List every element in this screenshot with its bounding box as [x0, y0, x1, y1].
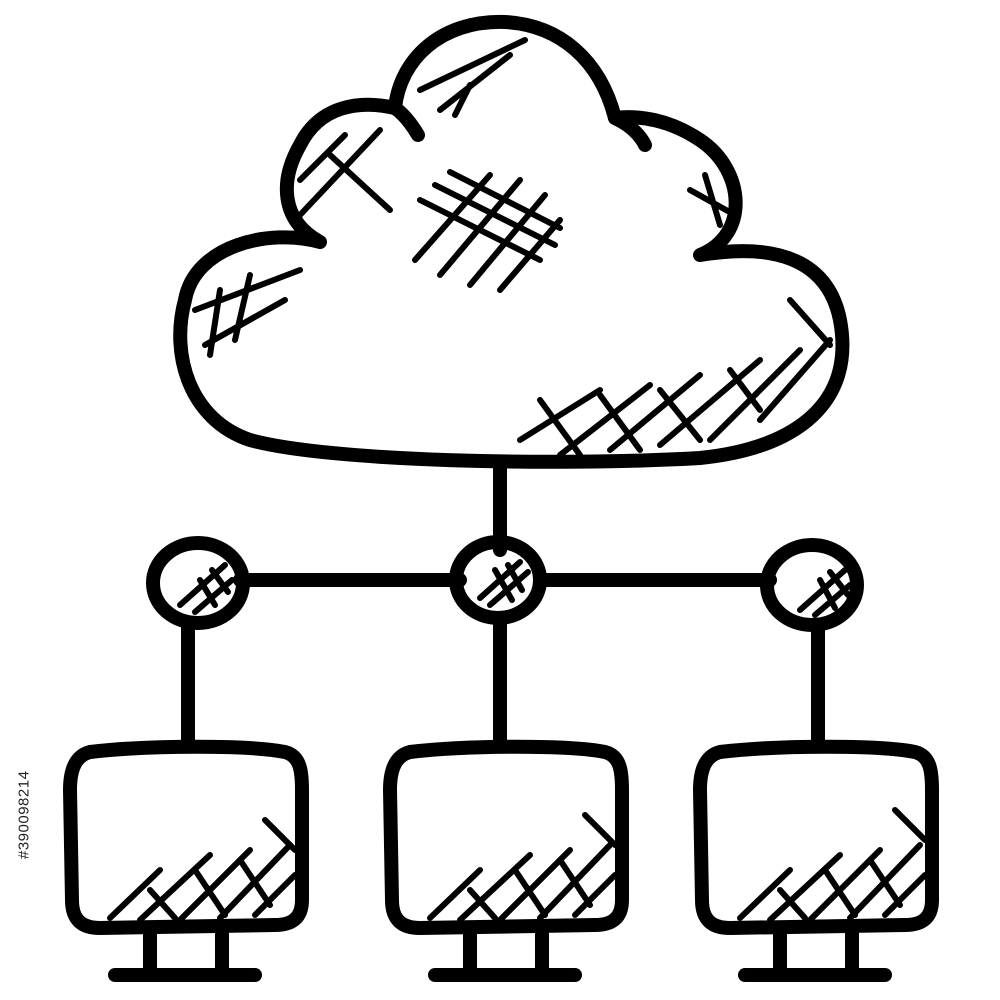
monitor-icon-center — [383, 739, 629, 982]
monitor-icon-left — [63, 739, 309, 982]
monitor-icon-right — [693, 739, 939, 982]
stock-id-watermark: #390098214 — [15, 770, 33, 860]
hub-node-left — [146, 536, 250, 630]
hub-node-right — [760, 538, 864, 632]
cloud-icon — [173, 14, 850, 469]
cloud-hatching — [192, 37, 833, 458]
